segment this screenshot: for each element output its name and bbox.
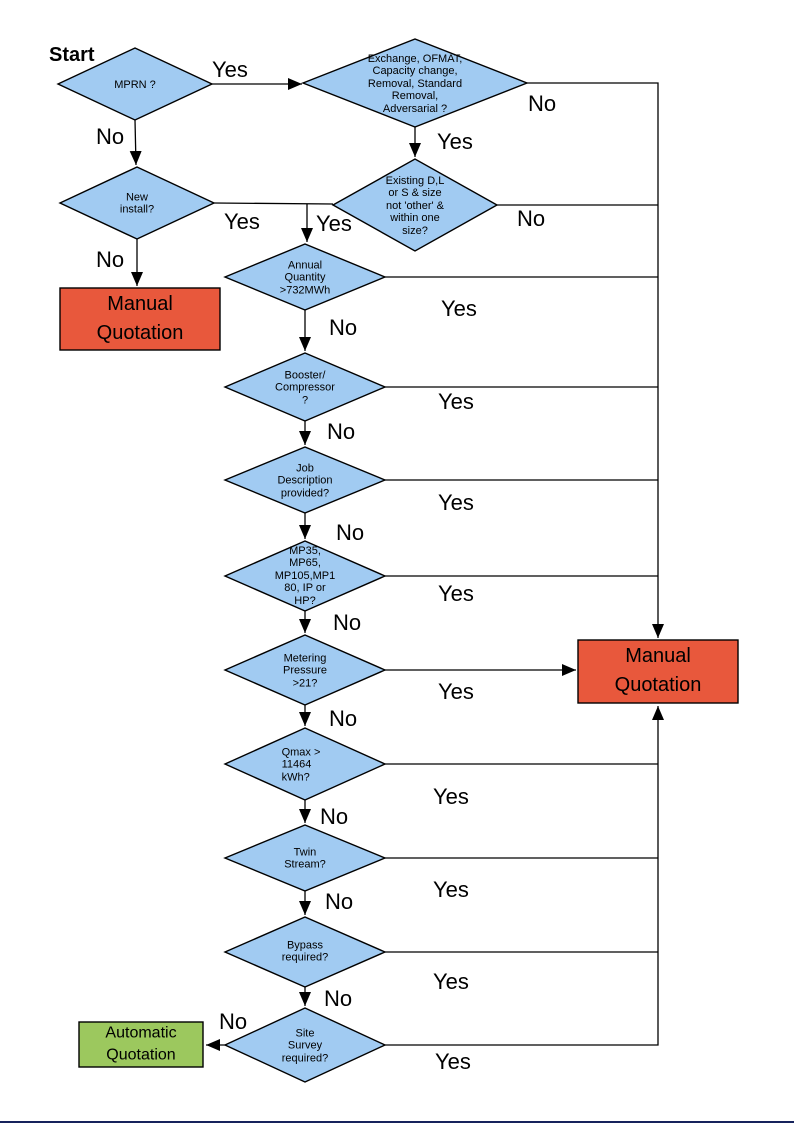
edge-label-metering-yes: Yes xyxy=(438,679,474,704)
edge-exchange-no-to-manual xyxy=(527,82,664,638)
terminal-manual-quotation-right-label: Manual Quotation xyxy=(614,645,702,696)
decision-exchange-label: Exchange, OFMAT, Capacity change, Remova… xyxy=(367,52,463,115)
edge-label-annual-no: No xyxy=(329,315,358,340)
edge-label-mprn-yes: Yes xyxy=(212,57,248,82)
edge-label-new-install-no: No xyxy=(96,247,125,272)
edge-new-install-yes xyxy=(213,202,334,205)
decision-job-description-label: Job Description provided? xyxy=(277,462,333,500)
decision-site-survey-label: Site Survey required? xyxy=(281,1027,329,1065)
terminal-automatic-quotation-label: Automatic Quotation xyxy=(105,1024,177,1064)
decision-annual-quantity-label: Annual Quantity >732MWh xyxy=(279,259,331,297)
decision-booster-label: Booster/ Compressor ? xyxy=(275,369,335,407)
edge-label-exchange-no: No xyxy=(528,91,557,116)
decision-mp-tiers xyxy=(223,540,387,612)
edge-label-twin-no: No xyxy=(325,889,354,914)
edge-label-new-install-yes: Yes xyxy=(224,209,260,234)
edge-label-qmax-no: No xyxy=(320,804,349,829)
terminal-automatic-quotation xyxy=(78,1021,204,1068)
edge-label-metering-no: No xyxy=(329,706,358,731)
edge-label-exchange-yes: Yes xyxy=(437,129,473,154)
edge-label-bypass-no: No xyxy=(324,986,353,1011)
decision-booster xyxy=(223,352,387,422)
decision-metering-pressure-label: Metering Pressure >21? xyxy=(282,652,328,690)
decision-existing-label: Existing D,L or S & size not 'other' & w… xyxy=(385,174,445,237)
edge-label-job-yes: Yes xyxy=(438,490,474,515)
decision-qmax-label: Qmax > 11464 kWh? xyxy=(281,746,321,784)
decision-new-install xyxy=(58,166,216,240)
decision-mprn-label: MPRN ? xyxy=(114,78,156,91)
decision-qmax xyxy=(223,727,387,801)
edge-label-mprn-no: No xyxy=(96,124,125,149)
edge-label-qmax-yes: Yes xyxy=(433,784,469,809)
edge-label-annual-yes: Yes xyxy=(441,296,477,321)
edge-site-survey-yes xyxy=(385,706,664,1046)
edge-label-twin-yes: Yes xyxy=(433,877,469,902)
decision-annual-quantity xyxy=(223,243,387,311)
edge-label-site-survey-yes: Yes xyxy=(435,1049,471,1074)
page-bottom-edge xyxy=(0,1121,794,1123)
edge-layer xyxy=(129,78,664,1051)
edge-label-site-survey-no: No xyxy=(219,1009,248,1034)
node-layer xyxy=(56,38,739,1083)
edge-label-existing-no: No xyxy=(517,206,546,231)
terminal-manual-quotation-left xyxy=(59,287,221,351)
decision-metering-pressure xyxy=(223,634,387,706)
decision-bypass-label: Bypass required? xyxy=(281,939,329,964)
start-label: Start xyxy=(49,44,95,66)
decision-exchange xyxy=(301,38,529,128)
decision-new-install-label: New install? xyxy=(119,191,155,216)
edge-label-existing-yes: Yes xyxy=(316,211,352,236)
edge-label-mp-yes: Yes xyxy=(438,581,474,606)
edge-label-booster-yes: Yes xyxy=(438,389,474,414)
edge-label-job-no: No xyxy=(336,520,365,545)
edge-label-mp-no: No xyxy=(333,610,362,635)
terminal-manual-quotation-right xyxy=(577,639,739,704)
decision-existing xyxy=(331,158,499,252)
decision-bypass xyxy=(223,916,387,988)
edge-label-booster-no: No xyxy=(327,419,356,444)
terminal-manual-quotation-left-label: Manual Quotation xyxy=(96,293,184,344)
edge-label-bypass-yes: Yes xyxy=(433,969,469,994)
decision-job-description xyxy=(223,446,387,514)
decision-site-survey xyxy=(223,1007,387,1083)
decision-mp-tiers-label: MP35, MP65, MP105,MP1 80, IP or HP? xyxy=(274,544,336,607)
decision-mprn xyxy=(56,47,214,121)
edge-mprn-no xyxy=(129,119,142,166)
decision-twin-stream-label: Twin Stream? xyxy=(284,846,326,871)
decision-twin-stream xyxy=(223,824,387,892)
